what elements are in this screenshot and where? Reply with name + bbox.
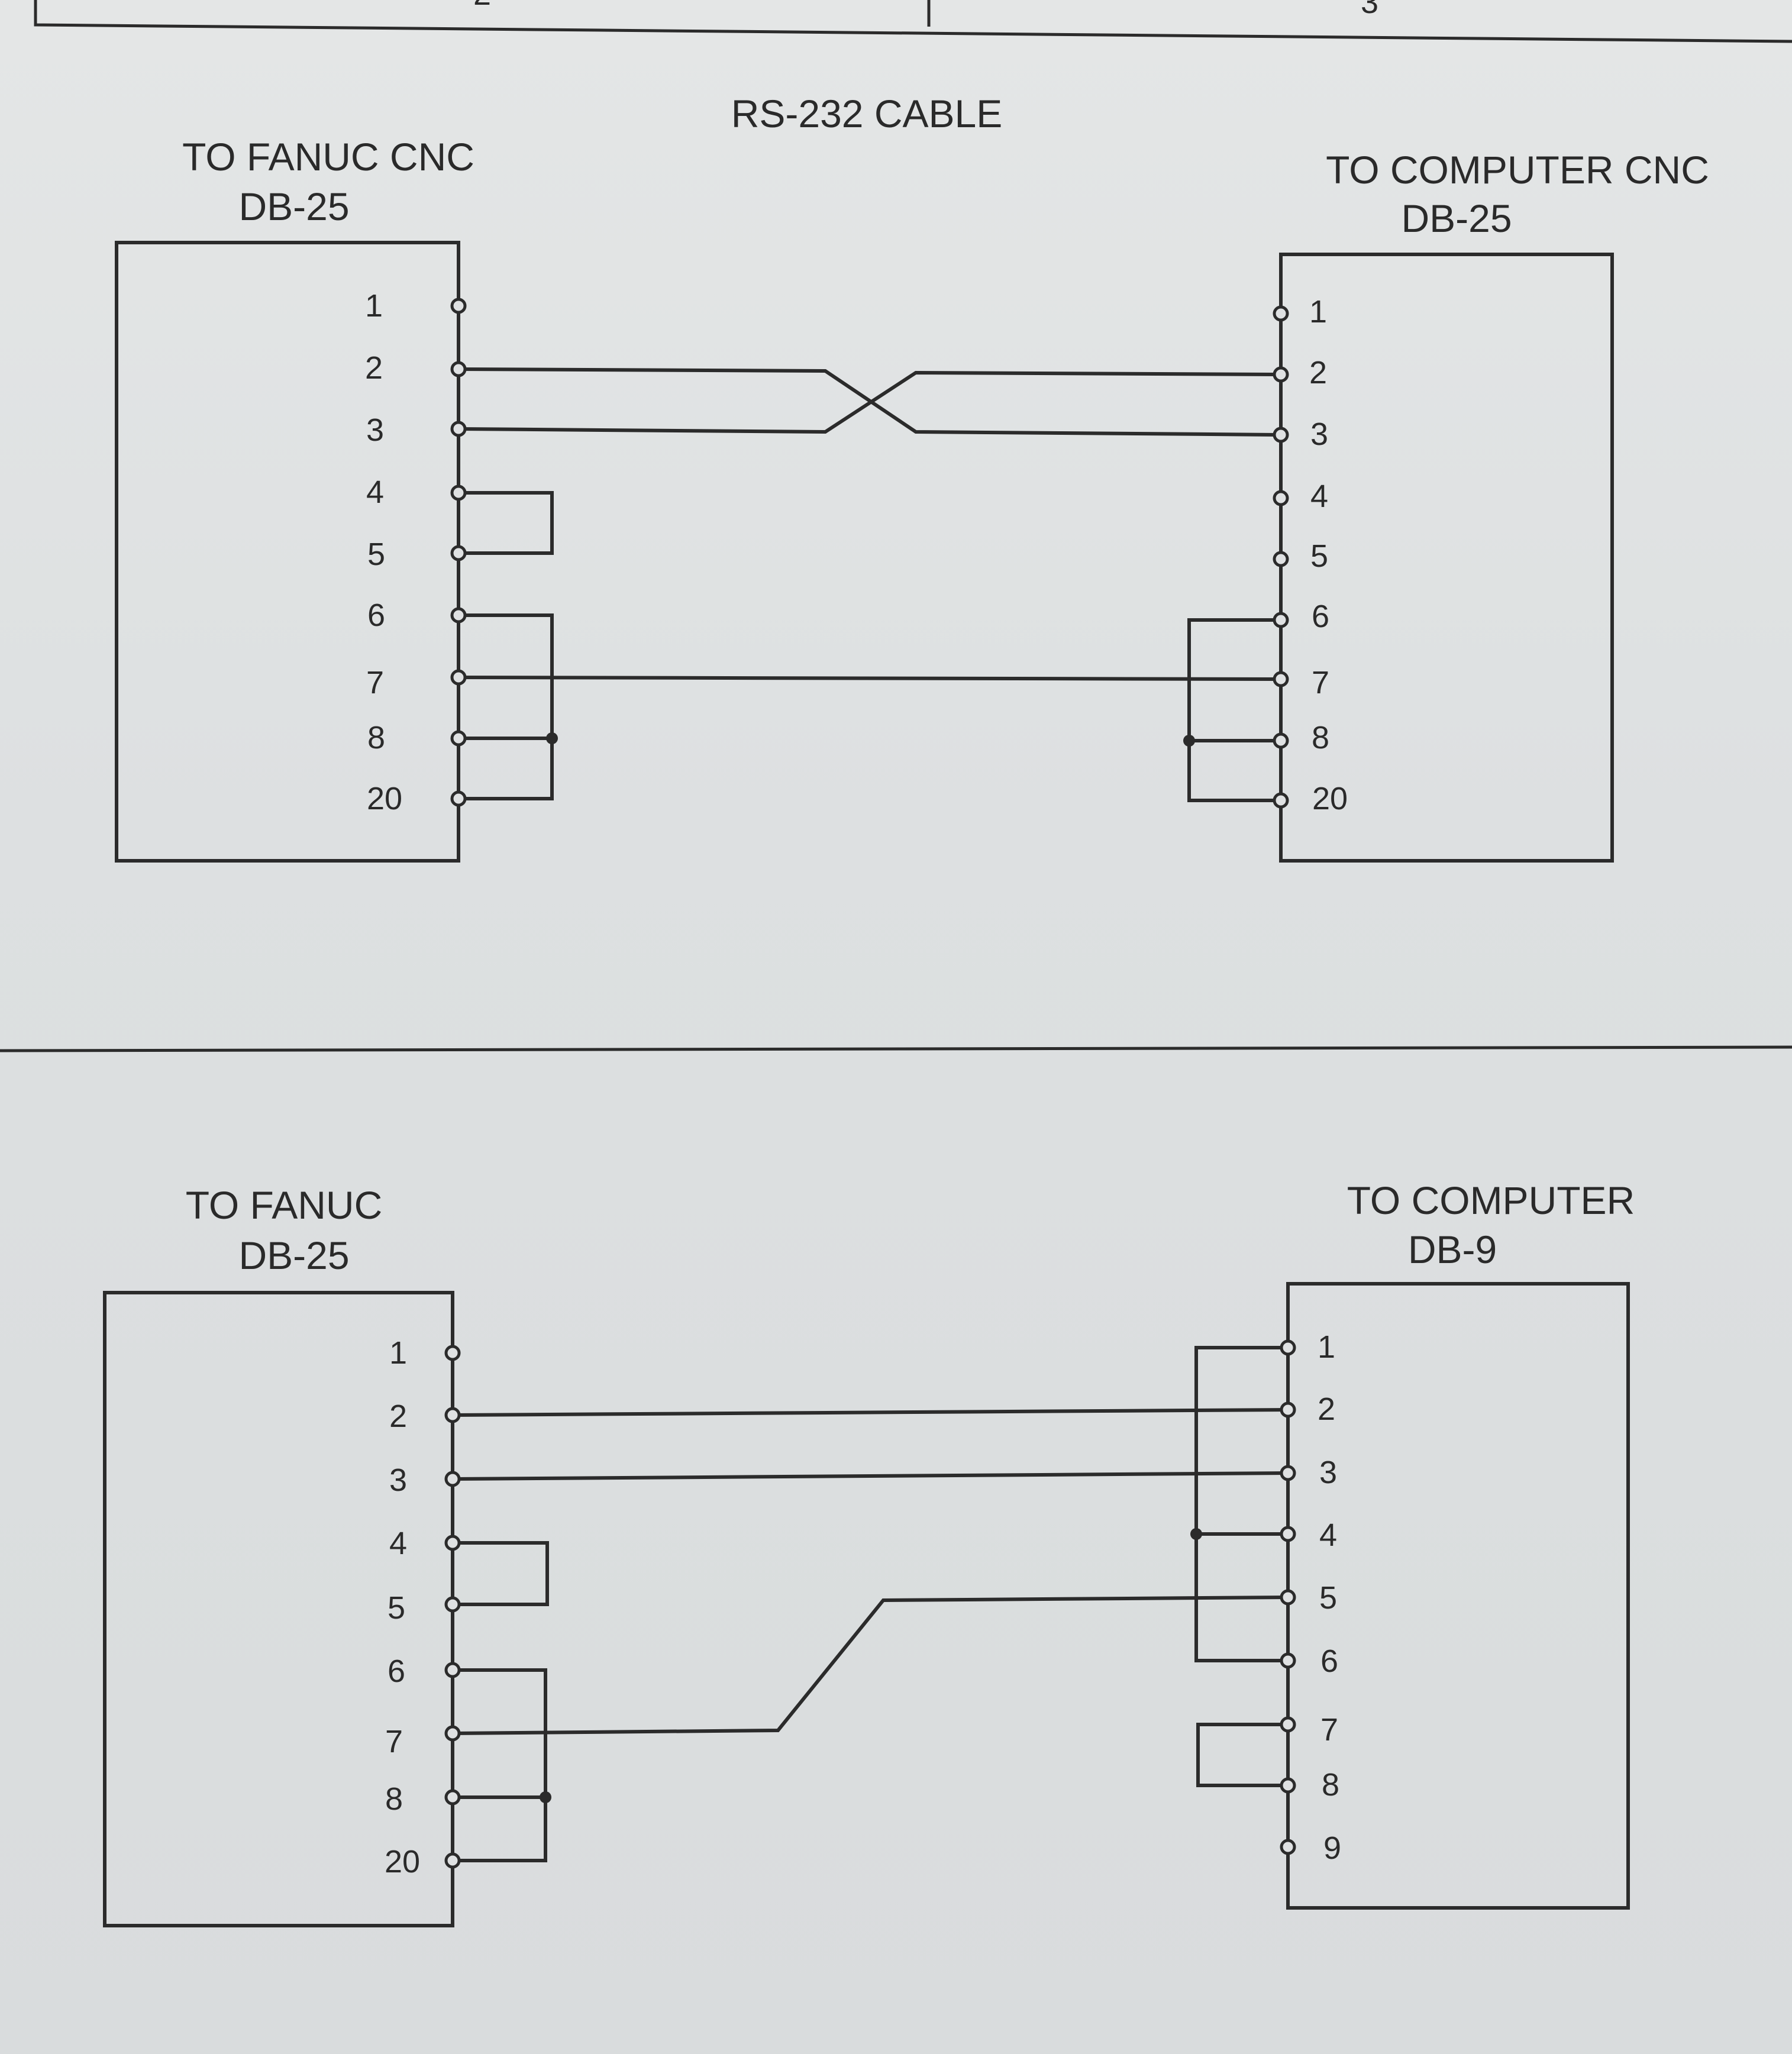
bottom-right-junction-dot [1190,1528,1202,1540]
top-right-connector-label: TO COMPUTER CNC [1326,148,1709,192]
bottom-right-pin-7: 7 [1320,1712,1338,1748]
bottom-right-pin-5: 5 [1319,1580,1337,1616]
top-wire-7-to-7 [458,676,1281,681]
top-right-pin-8: 8 [1312,720,1329,755]
bottom-right-jumper-7-8 [1196,1723,1288,1787]
top-right-terminals [1273,305,1289,809]
bottom-left-pin-4: 4 [389,1526,407,1561]
top-left-pin-6: 6 [367,598,385,633]
top-right-pin-6: 6 [1312,599,1329,634]
top-left-pin-3: 3 [366,412,384,448]
top-left-pin-1: 1 [365,288,383,324]
top-right-junction-dot [1183,735,1195,747]
bottom-cable-diagram: TO FANUC DB-25 TO COMPUTER DB-9 1 2 3 4 … [103,1178,1635,1927]
top-left-jumper-6-8-20 [459,613,554,800]
bottom-left-pin-3: 3 [389,1462,407,1498]
top-left-pin-8: 8 [367,720,385,755]
top-left-pin-4: 4 [366,474,384,510]
bottom-left-jumper-4-5 [453,1541,549,1606]
bottom-left-connector-type: DB-25 [238,1233,349,1277]
frame-label-3: 3 [1361,0,1378,20]
bottom-wire-7-to-5 [452,1596,1289,1735]
diagram-title: RS-232 CABLE [731,92,1003,135]
bottom-left-jumper-6-8-20 [453,1668,547,1862]
top-right-pin-5: 5 [1310,538,1328,574]
bottom-left-junction-dot [540,1791,551,1803]
bottom-left-pin-8: 8 [385,1781,403,1817]
bottom-left-pin-7: 7 [385,1724,403,1759]
top-left-pin-2: 2 [365,350,383,386]
bottom-right-pin-4: 4 [1319,1517,1337,1553]
top-right-connector-box [1279,253,1614,863]
top-right-connector-type: DB-25 [1401,196,1512,240]
top-left-terminals [450,298,467,807]
top-right-pin-3: 3 [1310,416,1328,452]
top-left-pin-5: 5 [367,537,385,572]
bottom-right-connector-label: TO COMPUTER [1347,1178,1635,1222]
bottom-left-pin-2: 2 [389,1399,407,1434]
top-right-pin-1: 1 [1309,294,1327,330]
bottom-right-pin-9: 9 [1323,1830,1341,1866]
top-left-pin-7: 7 [366,665,384,700]
bottom-right-pin-3: 3 [1319,1455,1337,1490]
top-right-pin-20: 20 [1312,781,1348,816]
frame-top-border [34,0,1792,43]
top-left-junction-dot [546,732,558,744]
top-left-connector-label: TO FANUC CNC [182,135,474,179]
bottom-right-terminals [1280,1339,1296,1855]
top-left-connector-type: DB-25 [238,185,349,228]
bottom-left-pin-5: 5 [388,1590,405,1626]
bottom-right-connector-box [1286,1282,1630,1910]
top-left-jumper-4-5 [459,491,554,555]
top-cable-diagram: TO FANUC CNC DB-25 TO COMPUTER CNC DB-25… [115,135,1709,863]
bottom-right-pin-2: 2 [1318,1391,1335,1427]
section-divider [0,1045,1792,1052]
frame-label-2: 2 [473,0,491,12]
top-right-pin-4: 4 [1310,479,1328,514]
bottom-right-connector-type: DB-9 [1408,1228,1497,1271]
bottom-left-pin-6: 6 [388,1653,405,1689]
bottom-wire-2-to-2 [452,1408,1289,1417]
top-right-pin-2: 2 [1309,355,1327,390]
bottom-right-jumper-1-4-6 [1194,1346,1288,1662]
bottom-left-connector-label: TO FANUC [186,1183,382,1227]
top-left-connector-box [115,241,460,863]
bottom-right-pin-8: 8 [1322,1767,1339,1803]
top-left-pin-20: 20 [367,781,402,816]
bottom-left-terminals [444,1345,461,1869]
bottom-left-pin-1: 1 [389,1335,407,1371]
bottom-right-pin-1: 1 [1318,1329,1335,1365]
bottom-wire-3-to-3 [452,1471,1289,1481]
bottom-right-pin-6: 6 [1320,1643,1338,1679]
top-wire-3-to-2 [458,370,1281,434]
top-right-jumper-6-8-20 [1187,618,1281,802]
top-right-pin-7: 7 [1312,665,1329,700]
bottom-left-pin-20: 20 [385,1844,420,1879]
